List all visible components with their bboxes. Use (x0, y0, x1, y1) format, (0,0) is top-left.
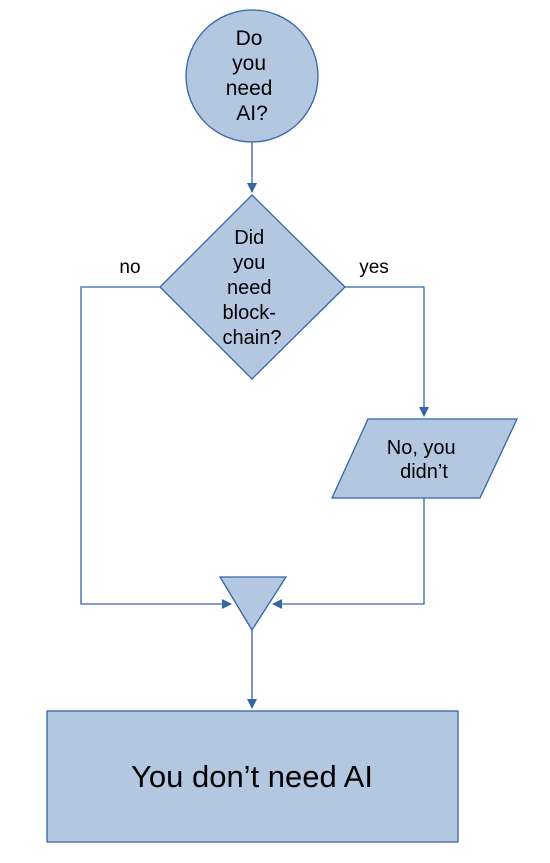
start-line-3: need (226, 77, 273, 100)
start-line-4: AI? (236, 102, 268, 125)
result-node-label: You don’t need AI (131, 759, 373, 794)
result-node: You don’t need AI (46, 710, 459, 843)
merge-node (218, 576, 288, 632)
decision-line-5: chain? (223, 327, 282, 349)
start-node-label: Do you need AI? (226, 27, 279, 125)
connector-decision-no-branch (80, 286, 232, 609)
decision-line-3: need (227, 277, 272, 299)
connector-decision-yes-branch (345, 286, 429, 417)
no-branch-label: no (119, 257, 140, 278)
start-line-1: Do (236, 27, 263, 50)
output-line-2: didn’t (400, 461, 448, 483)
decision-line-2: you (233, 252, 265, 274)
output-node-label: No, you didn’t (387, 437, 462, 483)
decision-node: Did you need block- chain? (159, 194, 346, 380)
decision-line-4: block- (223, 302, 276, 324)
connector-output-to-merge (272, 498, 425, 609)
decision-line-1: Did (234, 227, 264, 249)
yes-branch-label: yes (359, 257, 389, 278)
output-line-1: No, you (387, 437, 456, 459)
decision-node-label: Did you need block- chain? (223, 227, 282, 349)
start-node: Do you need AI? (185, 9, 319, 143)
start-line-2: you (232, 52, 266, 75)
output-node: No, you didn’t (330, 418, 519, 499)
